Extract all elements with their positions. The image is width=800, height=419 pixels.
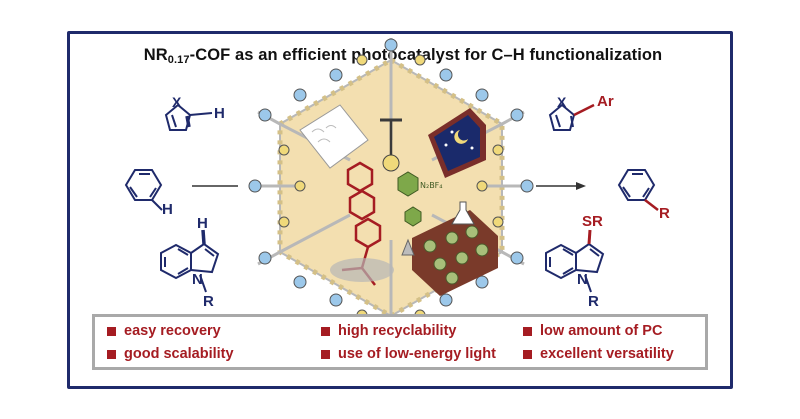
furan-x-label: X [172, 94, 182, 110]
indole-product-r-label: R [588, 293, 599, 310]
indole-product [545, 242, 605, 293]
cof-framework [250, 38, 530, 338]
feature-label: low amount of PC [540, 323, 663, 339]
bullet-square-icon [107, 326, 116, 336]
central-illustration: N₂BF₄ [299, 104, 498, 296]
furan-product [548, 103, 576, 131]
feature-item: easy recovery [107, 323, 221, 339]
bullet-square-icon [523, 326, 532, 336]
feature-item: good scalability [107, 346, 234, 362]
bullet-square-icon [321, 326, 330, 336]
feature-label: high recyclability [338, 323, 457, 339]
feature-label: easy recovery [124, 323, 221, 339]
benzene-product-r-label: R [659, 205, 670, 222]
features-box: easy recovery high recyclability low amo… [92, 314, 708, 370]
title-subscript: 0.17 [167, 54, 190, 66]
right-arrow-head [576, 182, 586, 190]
bullet-square-icon [523, 349, 532, 359]
feature-item: use of low-energy light [321, 346, 496, 362]
furan-h-label: H [214, 105, 225, 122]
indole-product-n-label: N [577, 271, 588, 288]
title-prefix: NR [143, 46, 168, 64]
indole-reactant [160, 229, 220, 293]
feature-item: excellent versatility [523, 346, 674, 362]
furan-product-ar-label: Ar [597, 93, 614, 110]
svg-text:N₂BF₄: N₂BF₄ [420, 181, 443, 190]
figure-title: NR0.17-COF as an efficient photocatalyst… [70, 46, 736, 66]
feature-label: excellent versatility [540, 346, 674, 362]
title-suffix: -COF as an efficient photocatalyst for C… [189, 46, 663, 64]
indole-r-label: R [203, 293, 214, 310]
indole-h-label: H [197, 215, 208, 232]
benzene-reactant [124, 169, 163, 211]
benzene-product-bond [644, 199, 659, 211]
benzene-product [617, 169, 656, 201]
bullet-square-icon [321, 349, 330, 359]
feature-item: low amount of PC [523, 323, 662, 339]
feature-label: good scalability [124, 346, 234, 362]
bullet-square-icon [107, 349, 116, 359]
furan-product-x-label: X [557, 94, 567, 110]
furan-reactant [164, 103, 213, 131]
furan-product-bond [573, 103, 595, 117]
indole-product-sr-label: SR [582, 213, 603, 230]
indole-product-bond [587, 229, 592, 245]
feature-item: high recyclability [321, 323, 456, 339]
indole-n-label: N [192, 271, 203, 288]
benzene-h-label: H [162, 201, 173, 218]
feature-label: use of low-energy light [338, 346, 496, 362]
